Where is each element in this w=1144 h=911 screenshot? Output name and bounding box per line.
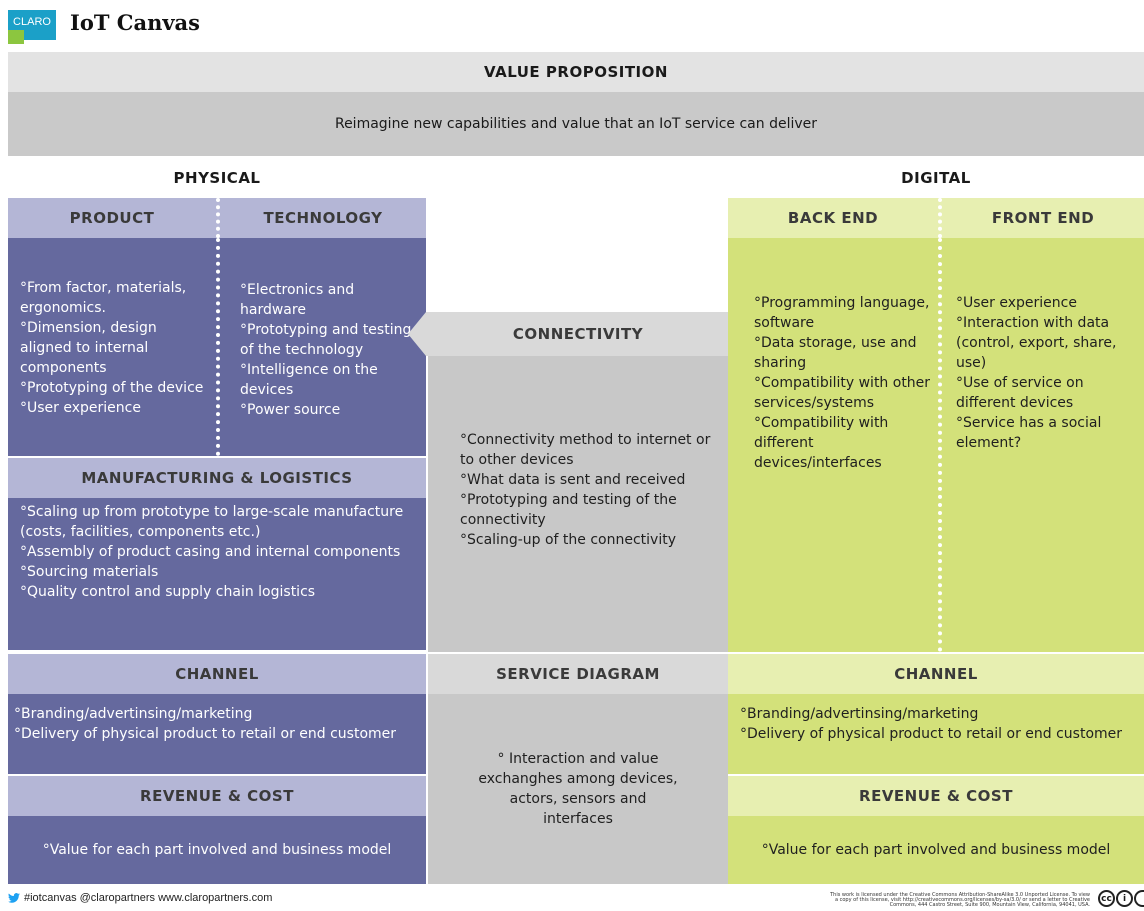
technology-header: TECHNOLOGY bbox=[216, 198, 426, 238]
license-text: This work is licensed under the Creative… bbox=[830, 892, 1090, 908]
connectivity-arrow bbox=[408, 312, 746, 356]
manufacturing-text: °Scaling up from prototype to large-scal… bbox=[8, 498, 426, 650]
physical-label: PHYSICAL bbox=[173, 169, 261, 187]
digital-revenue-header: REVENUE & COST bbox=[728, 776, 1144, 816]
cc-by-icon: i bbox=[1116, 890, 1133, 907]
value-proposition-text: Reimagine new capabilities and value tha… bbox=[8, 92, 1144, 156]
connectivity-header: CONNECTIVITY bbox=[512, 325, 644, 343]
connectivity-text: °Connectivity method to internet or to o… bbox=[428, 356, 728, 652]
manufacturing-header: MANUFACTURING & LOGISTICS bbox=[8, 458, 426, 498]
front-end-header: FRONT END bbox=[938, 198, 1144, 238]
product-text: °From factor, materials, ergonomics. °Di… bbox=[8, 238, 216, 456]
footer-social-links[interactable]: #iotcanvas @claropartners www.claropartn… bbox=[24, 892, 273, 904]
value-proposition-title: VALUE PROPOSITION bbox=[8, 52, 1144, 92]
back-end-text: °Programming language, software °Data st… bbox=[728, 238, 938, 652]
twitter-bird-icon[interactable] bbox=[8, 893, 20, 903]
claro-logo-tab bbox=[8, 30, 24, 44]
digital-revenue-text: °Value for each part involved and busine… bbox=[728, 816, 1144, 884]
service-diagram-header: SERVICE DIAGRAM bbox=[428, 654, 728, 694]
page-title: IoT Canvas bbox=[70, 10, 200, 35]
technology-text: °Electronics and hardware °Prototyping a… bbox=[216, 238, 426, 456]
physical-revenue-text: °Value for each part involved and busine… bbox=[8, 816, 426, 884]
physical-channel-header: CHANNEL bbox=[8, 654, 426, 694]
physical-channel-text: °Branding/advertinsing/marketing °Delive… bbox=[8, 694, 426, 774]
digital-channel-header: CHANNEL bbox=[728, 654, 1144, 694]
cc-sa-icon bbox=[1134, 890, 1144, 907]
back-end-header: BACK END bbox=[728, 198, 938, 238]
cc-icon: cc bbox=[1098, 890, 1115, 907]
physical-revenue-header: REVENUE & COST bbox=[8, 776, 426, 816]
product-header: PRODUCT bbox=[8, 198, 216, 238]
digital-channel-text: °Branding/advertinsing/marketing °Delive… bbox=[728, 694, 1144, 774]
front-end-text: °User experience °Interaction with data … bbox=[938, 238, 1144, 652]
claro-logo-text: CLARO bbox=[13, 16, 51, 28]
service-diagram-text: ° Interaction and value exchanghes among… bbox=[428, 694, 728, 884]
digital-label: DIGITAL bbox=[901, 169, 971, 187]
